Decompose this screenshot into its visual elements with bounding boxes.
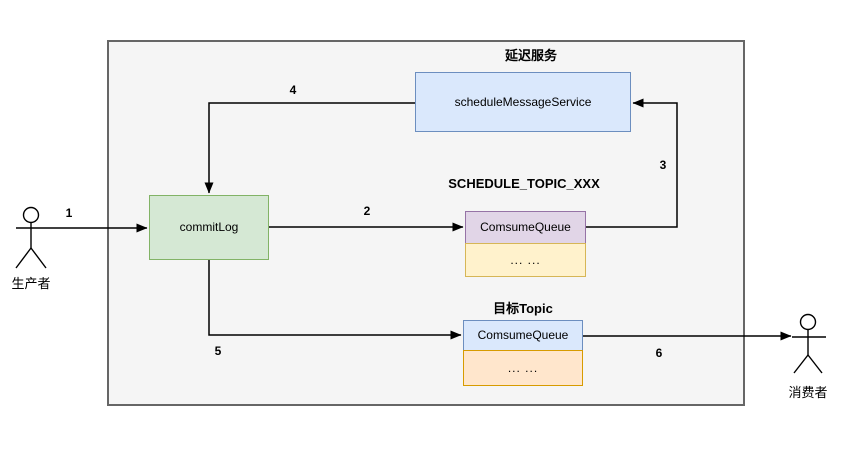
producer-actor-icon (15, 206, 47, 269)
producer-legs (15, 247, 47, 269)
consumer-label: 消费者 (788, 385, 828, 400)
target-topic-heading: 目标Topic (493, 301, 553, 316)
edge-label-2: 2 (363, 204, 371, 218)
node-target-queue-body: ... ... (463, 350, 583, 386)
consumer-actor-icon (792, 313, 826, 374)
edge-label-4: 4 (289, 83, 297, 97)
edge-label-6: 6 (655, 346, 663, 360)
producer-head (22, 206, 40, 224)
edge-label-1: 1 (65, 206, 73, 220)
node-commit-log: commitLog (149, 195, 269, 260)
schedule-topic-heading: SCHEDULE_TOPIC_XXX (448, 176, 600, 191)
consumer-head (799, 313, 817, 331)
node-schedule-consume-queue: ComsumeQueue (465, 211, 586, 244)
producer-label: 生产者 (11, 276, 51, 291)
node-schedule-queue-body: ... ... (465, 243, 586, 277)
node-schedule-message-service: scheduleMessageService (415, 72, 631, 132)
edge-label-3: 3 (659, 158, 667, 172)
node-target-consume-queue: ComsumeQueue (463, 320, 583, 351)
delay-service-title: 延迟服务 (504, 48, 557, 63)
consumer-legs (793, 354, 823, 374)
edge-label-5: 5 (214, 344, 222, 358)
